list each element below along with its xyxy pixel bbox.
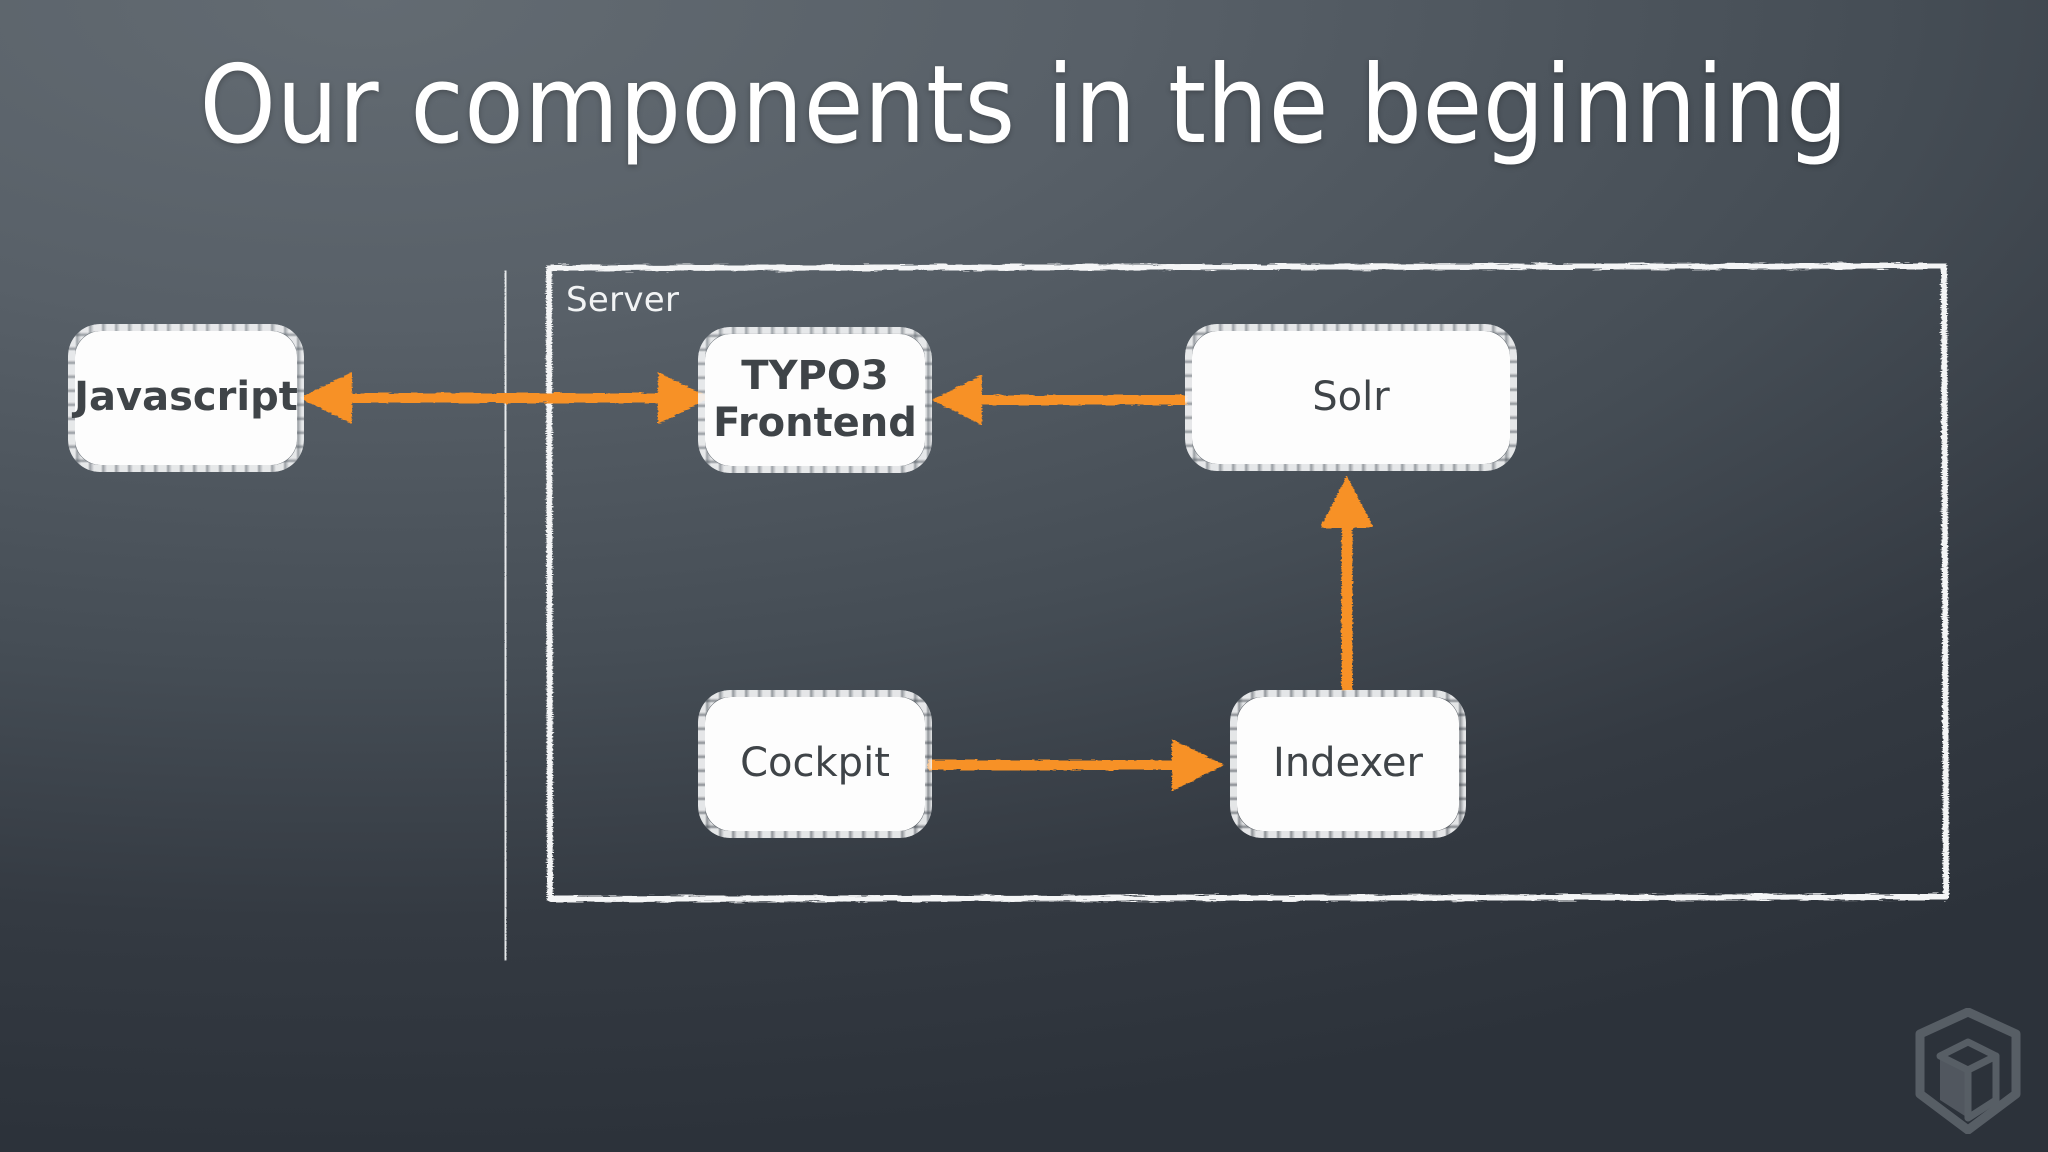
node-cockpit[interactable]: Cockpit	[705, 697, 925, 831]
client-server-divider	[503, 270, 508, 960]
node-cockpit-label: Cockpit	[740, 740, 890, 787]
server-boundary-label: Server	[566, 280, 680, 320]
arrow-solr-typo3	[932, 375, 1188, 425]
node-typo3-frontend-label: TYPO3 Frontend	[713, 353, 917, 447]
arrow-cockpit-indexer	[928, 739, 1224, 791]
node-typo3-frontend[interactable]: TYPO3 Frontend	[705, 334, 925, 466]
page-title: Our components in the beginning	[199, 43, 1849, 168]
node-javascript-label: Javascript	[74, 374, 298, 421]
node-solr-label: Solr	[1312, 373, 1390, 420]
node-typo3-frontend-label-line1: TYPO3	[741, 352, 889, 399]
arrow-javascript-typo3	[300, 372, 710, 424]
cube-logo	[1915, 1008, 2021, 1134]
node-solr[interactable]: Solr	[1192, 331, 1510, 464]
node-typo3-frontend-label-line2: Frontend	[713, 400, 917, 446]
node-javascript[interactable]: Javascript	[74, 331, 298, 465]
node-indexer[interactable]: Indexer	[1237, 697, 1459, 831]
arrow-indexer-solr	[1320, 476, 1374, 690]
node-indexer-label: Indexer	[1273, 740, 1423, 787]
